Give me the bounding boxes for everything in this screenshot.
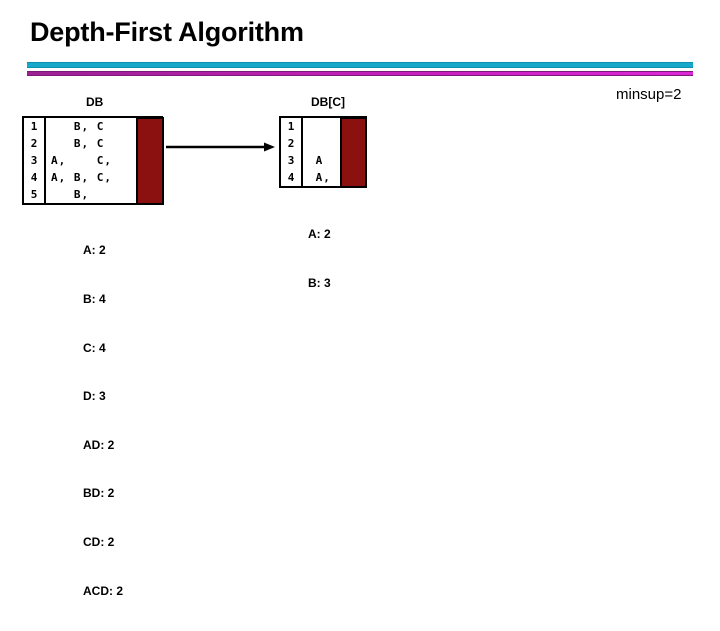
- row-index: 4: [24, 169, 46, 186]
- row-items: A, C,: [51, 154, 112, 167]
- table-row: 3 A, C,: [24, 152, 161, 169]
- support-entry: ACD: 2: [83, 583, 124, 598]
- row-items: B, C: [51, 137, 105, 150]
- db-support-list: A: 2 B: 4 C: 4 D: 3 AD: 2 BD: 2 CD: 2 AC…: [83, 210, 123, 631]
- table-row: 2 B, C: [24, 135, 161, 152]
- support-entry: B: 4: [83, 292, 106, 307]
- row-items: A: [308, 154, 324, 167]
- db-c-highlight-bar: [340, 117, 367, 188]
- divider: [27, 62, 693, 76]
- support-entry: B: 3: [308, 276, 331, 291]
- support-entry: D: 3: [83, 389, 106, 404]
- divider-bar-magenta: [27, 71, 693, 76]
- row-index: 1: [281, 118, 303, 135]
- projection-arrow-icon: [166, 142, 275, 152]
- support-entry: CD: 2: [83, 535, 115, 550]
- db-highlight-bar: [136, 117, 164, 205]
- panel-db-caption: DB: [86, 95, 104, 109]
- row-index: 3: [24, 152, 46, 169]
- table-row: 1: [281, 118, 365, 135]
- row-items: A, B, C,: [51, 171, 112, 184]
- table-row: 2: [281, 135, 365, 152]
- row-index: 5: [24, 186, 46, 203]
- table-row: 4 A, B, C,: [24, 169, 161, 186]
- row-index: 2: [24, 135, 46, 152]
- support-entry: C: 4: [83, 340, 106, 355]
- db-c-support-list: A: 2 B: 3: [308, 194, 331, 324]
- row-items: B,: [51, 188, 90, 201]
- support-entry: BD: 2: [83, 486, 115, 501]
- support-entry: AD: 2: [83, 437, 115, 452]
- minsup-label: minsup=2: [616, 86, 682, 103]
- row-index: 4: [281, 169, 303, 186]
- panel-db-c-caption: DB[C]: [311, 95, 345, 109]
- support-entry: A: 2: [83, 243, 106, 258]
- table-row: 5 B,: [24, 186, 161, 203]
- support-entry: A: 2: [308, 227, 331, 242]
- table-row: 3 A: [281, 152, 365, 169]
- divider-gap: [27, 68, 693, 71]
- table-row: 4 A,: [281, 169, 365, 186]
- row-index: 3: [281, 152, 303, 169]
- row-items: B, C: [51, 120, 105, 133]
- row-index: 2: [281, 135, 303, 152]
- divider-bar-cyan: [27, 62, 693, 68]
- row-items: A,: [308, 171, 331, 184]
- table-row: 1 B, C: [24, 118, 161, 135]
- page-title: Depth-First Algorithm: [30, 17, 304, 47]
- row-index: 1: [24, 118, 46, 135]
